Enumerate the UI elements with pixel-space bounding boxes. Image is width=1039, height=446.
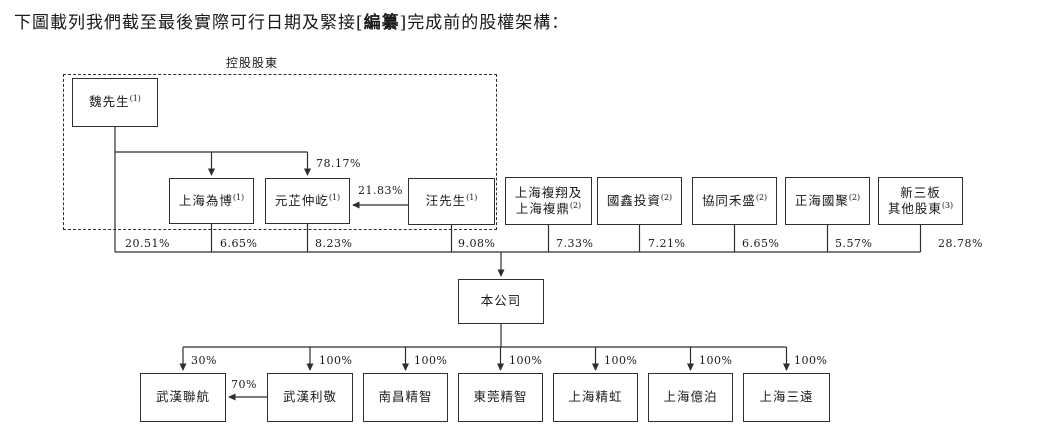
subsidiary-pct-sanyuan: 100% — [794, 354, 828, 367]
ownership-pct-xietong: 6.65% — [742, 237, 780, 250]
redacted-placeholder: 編纂 — [363, 13, 400, 33]
intro-pre: 下圖載列我們截至最後實際可行日期及緊接[ — [14, 13, 364, 33]
node-shanghai-fuxiang-fuding: 上海複翔及 上海複鼎(2) — [505, 177, 592, 225]
node-xietong-hesheng: 協同禾盛(2) — [692, 177, 777, 225]
ownership-pct-zhenghai: 5.57% — [835, 237, 873, 250]
node-zhenghai-guoju: 正海國聚(2) — [785, 177, 870, 225]
ownership-pct-weibo: 6.65% — [220, 237, 258, 250]
ownership-pct-wei: 20.51% — [125, 237, 170, 250]
footnote-sup: (2) — [569, 200, 582, 210]
subsidiary-pct-lijing: 100% — [319, 354, 353, 367]
node-mr-wei: 魏先生(1) — [72, 78, 158, 127]
node-shanghai-weibo: 上海為博(1) — [169, 178, 254, 224]
node-nanchang-jingzhi: 南昌精智 — [363, 373, 448, 422]
node-yuanzhi-zhongyi: 元芷仲屹(1) — [265, 178, 350, 224]
subsidiary-pct-yibo: 100% — [699, 354, 733, 367]
subsidiary-pct-dongguan: 100% — [509, 354, 543, 367]
footnote-sup: (1) — [232, 192, 245, 202]
footnote-sup: (1) — [328, 192, 341, 202]
intro-sentence: 下圖載列我們截至最後實際可行日期及緊接[編纂]完成前的股權架構： — [14, 8, 569, 33]
controlling-shareholders-dashed-box — [63, 74, 497, 230]
footnote-sup: (3) — [941, 200, 954, 210]
intro-post: ]完成前的股權架構： — [399, 13, 570, 33]
subsidiary-pct-nanchang: 100% — [414, 354, 448, 367]
edge-label-wang-to-yuanzhi: 21.83% — [358, 184, 403, 197]
node-shanghai-yibo: 上海億泊 — [648, 373, 733, 422]
node-wuhan-lijing: 武漢利敬 — [267, 373, 353, 422]
node-dongguan-jingzhi: 東莞精智 — [458, 373, 543, 422]
ownership-pct-neeq: 28.78% — [938, 237, 983, 250]
edge-label-lijing-to-lianhang: 70% — [231, 378, 257, 391]
node-neeq-other-shareholders: 新三板 其他股東(3) — [878, 177, 963, 225]
edge-label-wei-to-yuanzhi: 78.17% — [316, 157, 361, 170]
footnote-sup: (2) — [660, 192, 673, 202]
footnote-sup: (1) — [129, 94, 141, 104]
ownership-pct-yuanzhi: 8.23% — [315, 237, 353, 250]
footnote-sup: (2) — [755, 192, 768, 202]
controlling-shareholders-label: 控股股東 — [225, 56, 278, 70]
node-wuhan-lianhang: 武漢聯航 — [140, 373, 226, 422]
ownership-pct-fuxiang: 7.33% — [556, 237, 594, 250]
ownership-pct-guoxin: 7.21% — [648, 237, 686, 250]
ownership-pct-wang: 9.08% — [458, 237, 496, 250]
node-mr-wang: 汪先生(1) — [408, 178, 495, 225]
subsidiary-pct-lianhang: 30% — [191, 354, 217, 367]
subsidiary-pct-jinghong: 100% — [604, 354, 638, 367]
node-the-company: 本公司 — [458, 279, 544, 324]
node-shanghai-sanyuan: 上海三遠 — [743, 373, 830, 422]
node-shanghai-jinghong: 上海精虹 — [553, 373, 638, 422]
footnote-sup: (1) — [466, 193, 478, 203]
footnote-sup: (2) — [848, 192, 861, 202]
node-guoxin-investment: 國鑫投資(2) — [597, 177, 682, 225]
